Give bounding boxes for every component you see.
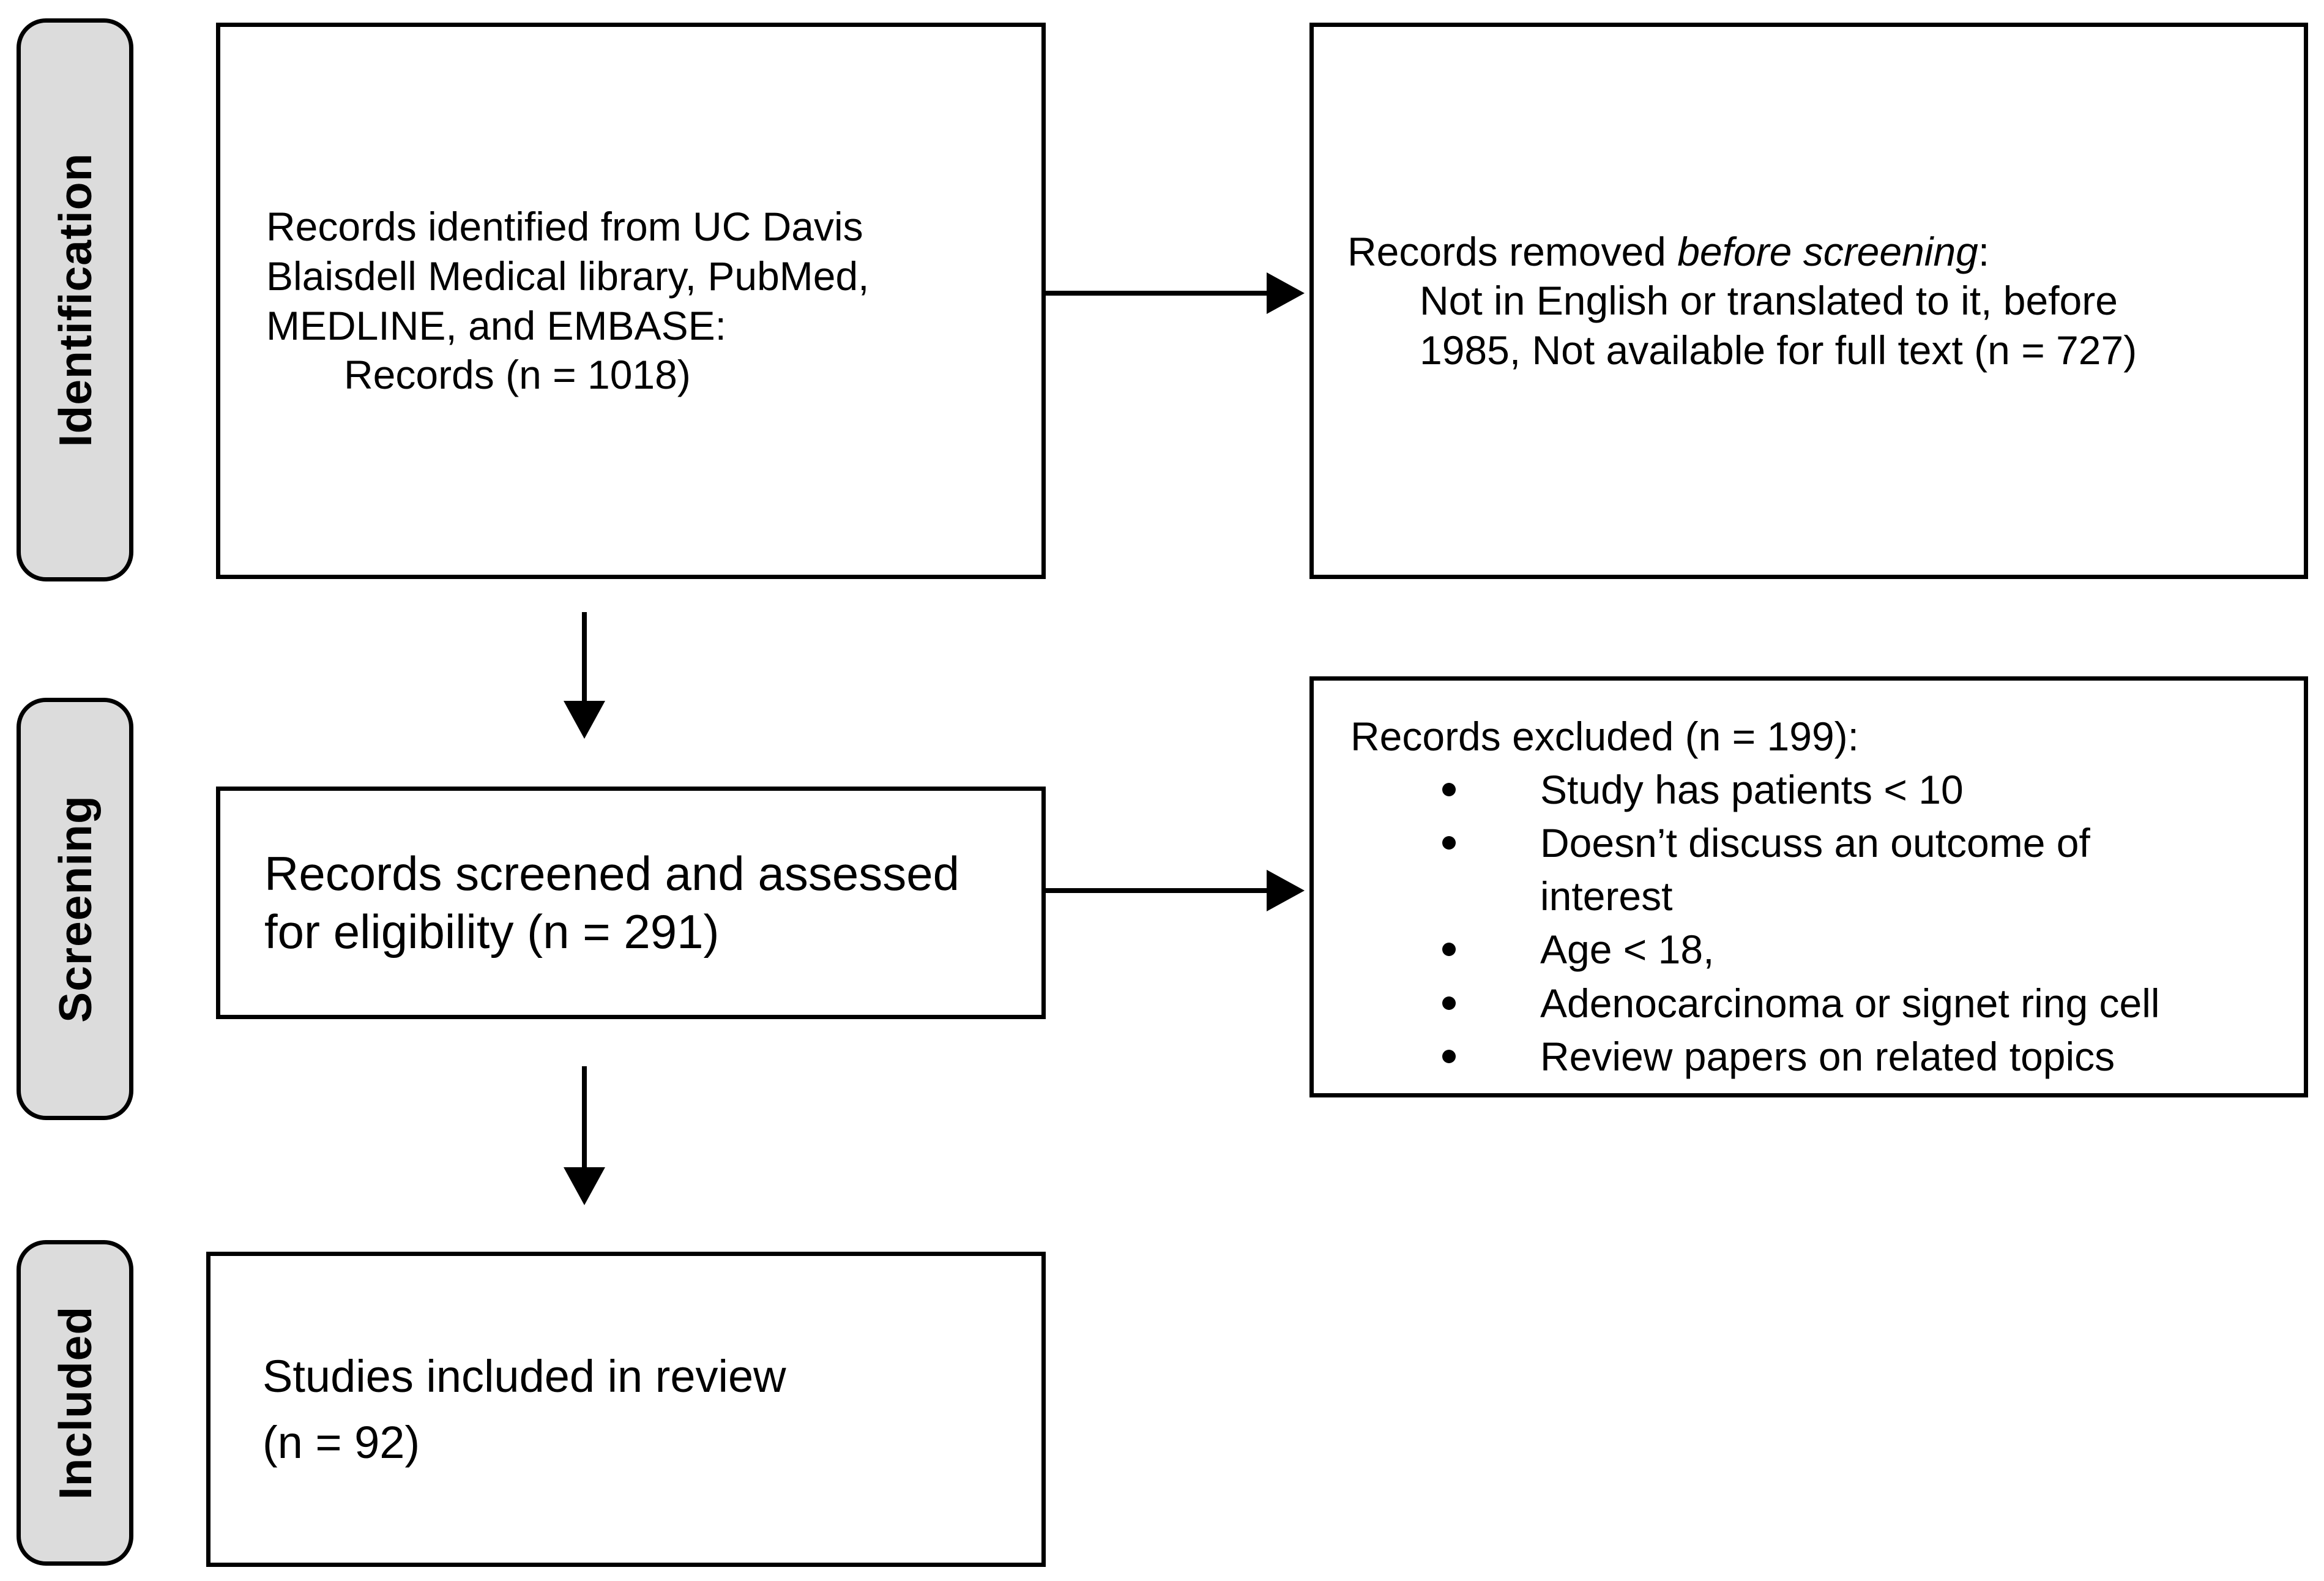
stage-label-screening: Screening [17,698,133,1120]
stage-label-included: Included [17,1240,133,1566]
arrow-screened-to-excluded-line [1046,888,1267,893]
box-studies-included: Studies included in review (n = 92) [206,1252,1046,1567]
bullet-icon [1442,943,1456,957]
records-identified-line: MEDLINE, and EMBASE: [266,302,726,348]
exclusion-reason-text: Age < 18, [1540,927,1715,973]
records-identified-line: Records identified from UC Davis [266,204,863,250]
exclusion-reason-item: Doesn’t discuss an outcome of interest [1350,817,2279,923]
exclusion-reason-text: Review papers on related topics [1540,1033,2115,1079]
records-identified-count: Records (n = 1018) [344,352,691,398]
records-removed-title-italic: before screening [1677,228,1978,274]
bullet-icon [1442,783,1456,797]
records-removed-title-suffix: : [1978,228,1990,274]
box-records-identified: Records identified from UC Davis Blaisde… [216,23,1046,579]
records-removed-title-prefix: Records removed [1347,228,1678,274]
box-records-excluded: Records excluded (n = 199): Study has pa… [1309,676,2308,1097]
arrow-screened-to-included-line [582,1066,587,1167]
exclusion-reason-item: Study has patients < 10 [1350,763,2279,817]
stage-label-screening-text: Screening [49,795,101,1023]
stage-label-identification: Identification [17,18,133,581]
arrow-identified-to-screened-head-icon [564,701,605,739]
arrow-screened-to-included-head-icon [564,1167,605,1205]
arrow-screened-to-excluded-head-icon [1267,870,1305,911]
records-excluded-title: Records excluded (n = 199): [1350,714,1859,759]
exclusion-reason-text: Study has patients < 10 [1540,767,1964,813]
arrow-identified-to-removed-line [1046,291,1267,296]
stage-label-identification-text: Identification [49,152,101,447]
exclusion-reason-item: Adenocarcinoma or signet ring cell [1350,977,2279,1030]
records-removed-detail-line: 1985, Not available for full text (n = 7… [1420,327,2137,373]
bullet-icon [1442,1049,1456,1063]
bullet-icon [1442,836,1456,850]
studies-included-line: Studies included in review [263,1351,786,1402]
arrow-identified-to-removed-head-icon [1267,272,1305,314]
studies-included-count: (n = 92) [263,1416,420,1468]
box-records-removed: Records removed before screening: Not in… [1309,23,2308,579]
records-screened-line: Records screened and assessed [264,846,959,900]
records-removed-title: Records removed before screening: [1347,227,2279,277]
records-identified-line: Blaisdell Medical library, PubMed, [266,253,870,299]
exclusion-reason-text: Doesn’t discuss an outcome of interest [1540,820,2090,919]
records-removed-detail-line: Not in English or translated to it, befo… [1420,278,2118,324]
exclusion-reason-item: Age < 18, [1350,923,2279,976]
exclusion-reason-text: Adenocarcinoma or signet ring cell [1540,980,2160,1026]
box-records-screened: Records screened and assessed for eligib… [216,787,1046,1019]
exclusion-reason-item: Review papers on related topics [1350,1030,2279,1083]
stage-label-included-text: Included [49,1306,101,1500]
records-screened-line: for eligibility (n = 291) [264,905,720,959]
bullet-icon [1442,996,1456,1010]
arrow-identified-to-screened-line [582,612,587,701]
